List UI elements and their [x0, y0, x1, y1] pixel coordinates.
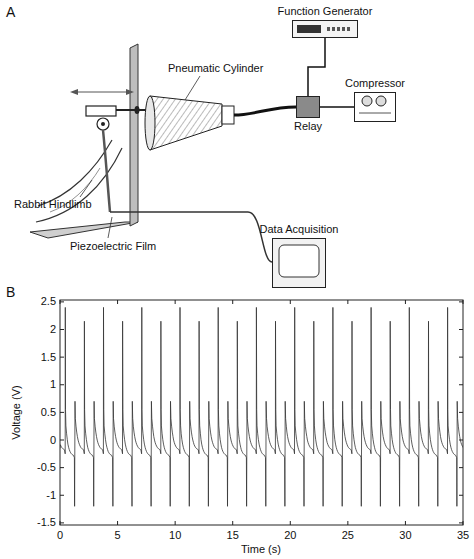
x-tick-label: 30 [399, 529, 411, 542]
relay-box: Relay [296, 96, 320, 118]
x-tick-label: 0 [57, 529, 63, 542]
panel-letter: B [6, 284, 15, 300]
mount-plate [130, 44, 138, 226]
clamp-pivot-center [101, 122, 105, 126]
foot-clamp [86, 106, 116, 116]
y-tick-label: -1.5 [37, 516, 56, 529]
y-tick-label: 0.5 [41, 406, 56, 419]
voltage-trace [60, 307, 463, 506]
y-tick-label: 1 [50, 378, 56, 391]
piston-rod [116, 109, 150, 111]
x-tick-label: 35 [457, 529, 469, 542]
cylinder-end [222, 106, 234, 124]
x-tick-label: 25 [342, 529, 354, 542]
part-label: Rabbit Hindlimb [14, 198, 92, 211]
device-label: Function Generator [278, 5, 373, 18]
x-tick-label: 15 [227, 529, 239, 542]
y-tick-label: 0 [50, 434, 56, 447]
device-label: Relay [294, 120, 322, 133]
part-label: Pneumatic Cylinder [168, 62, 263, 75]
leader-line [185, 76, 200, 100]
arrowhead [70, 89, 78, 95]
axis-title: Voltage (V) [10, 385, 23, 439]
plot-frame [60, 300, 463, 525]
axis-title: Time (s) [241, 543, 281, 556]
part-label: Piezoelectric Film [70, 240, 156, 253]
data-acquisition: Data Acquisition [272, 238, 326, 288]
x-tick-label: 20 [284, 529, 296, 542]
motion-arrow [74, 92, 130, 93]
compressor: Compressor [354, 92, 396, 122]
arrowhead [126, 89, 134, 95]
axis-ticks [60, 300, 463, 525]
leader-line [80, 180, 92, 197]
y-tick-label: 2.5 [41, 295, 56, 308]
base-plate [30, 222, 138, 238]
function-generator: Function Generator [292, 20, 358, 38]
cable [320, 106, 354, 108]
device-detail [273, 239, 325, 287]
pneumatic-cylinder [150, 96, 222, 150]
cylinder-cap [145, 96, 155, 150]
y-tick-label: -1 [46, 489, 56, 502]
signal-cable [110, 212, 272, 262]
x-tick-label: 10 [169, 529, 181, 542]
x-tick-label: 5 [115, 529, 121, 542]
rod-seal [135, 106, 140, 114]
clamp-pivot [97, 118, 109, 130]
y-tick-label: 2 [50, 323, 56, 336]
device-label: Compressor [345, 77, 405, 90]
piezo-film [103, 130, 110, 212]
device-detail [355, 93, 395, 121]
device-label: Data Acquisition [260, 223, 339, 236]
air-hose [234, 107, 296, 115]
panel-letter: A [6, 4, 15, 20]
device-detail [293, 21, 357, 37]
leader-line [108, 217, 112, 238]
y-tick-label: -0.5 [37, 461, 56, 474]
device-detail [297, 97, 319, 117]
cable [308, 38, 325, 96]
y-tick-label: 1.5 [41, 351, 56, 364]
